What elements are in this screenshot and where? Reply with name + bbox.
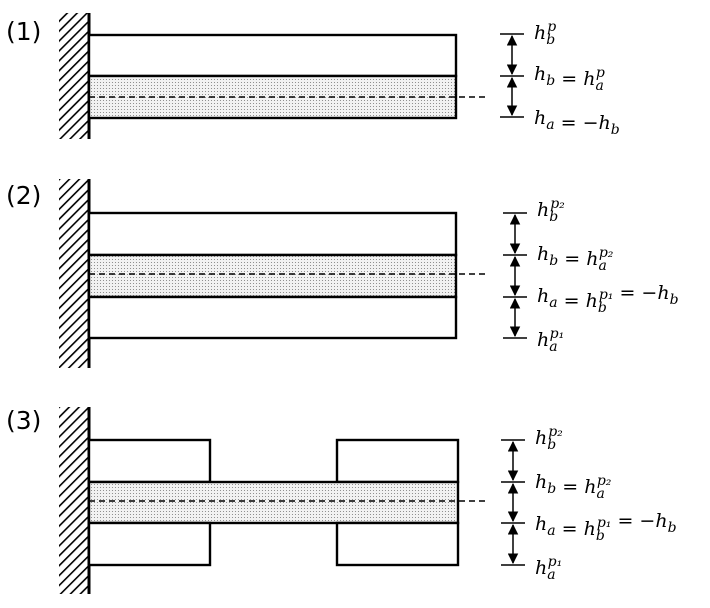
panel-3-beam: hbp₂ hb = hap₂ ha = hbp₁ = −hb hap₁: [59, 407, 677, 594]
level-label: hb = hap₂: [537, 243, 614, 274]
wall-hatch: [59, 407, 89, 594]
bottom-patch-right: [335, 521, 460, 567]
panel-1-beam: hbp hb = hap ha = −hb: [59, 13, 620, 139]
level-label: hbp₂: [537, 196, 565, 225]
wall-hatch: [59, 179, 89, 368]
level-label: hap₁: [535, 554, 562, 583]
wall-hatch: [59, 13, 89, 139]
bottom-layer: [87, 295, 458, 340]
panel-2-label: (2): [6, 181, 42, 210]
core-layer: [87, 480, 460, 525]
level-label: ha = −hb: [534, 107, 620, 138]
level-label: hb = hap₂: [535, 471, 612, 502]
level-label: hbp₂: [535, 424, 563, 453]
top-patch-right: [335, 438, 460, 484]
panel-3-label: (3): [6, 406, 42, 435]
level-label: ha = hbp₁ = −hb: [535, 510, 677, 544]
level-label: hbp: [534, 19, 556, 48]
level-label: ha = hbp₁ = −hb: [537, 282, 679, 316]
top-layer: [87, 33, 458, 78]
level-label: hb = hap: [534, 63, 605, 94]
level-label: hap₁: [537, 326, 564, 355]
panel-1-label: (1): [6, 17, 42, 46]
top-layer: [87, 211, 458, 257]
core-layer: [87, 253, 458, 299]
top-patch-left: [87, 438, 212, 484]
bottom-patch-left: [87, 521, 212, 567]
panel-2-beam: hbp₂ hb = hap₂ ha = hbp₁ = −hb hap₁: [59, 179, 679, 368]
